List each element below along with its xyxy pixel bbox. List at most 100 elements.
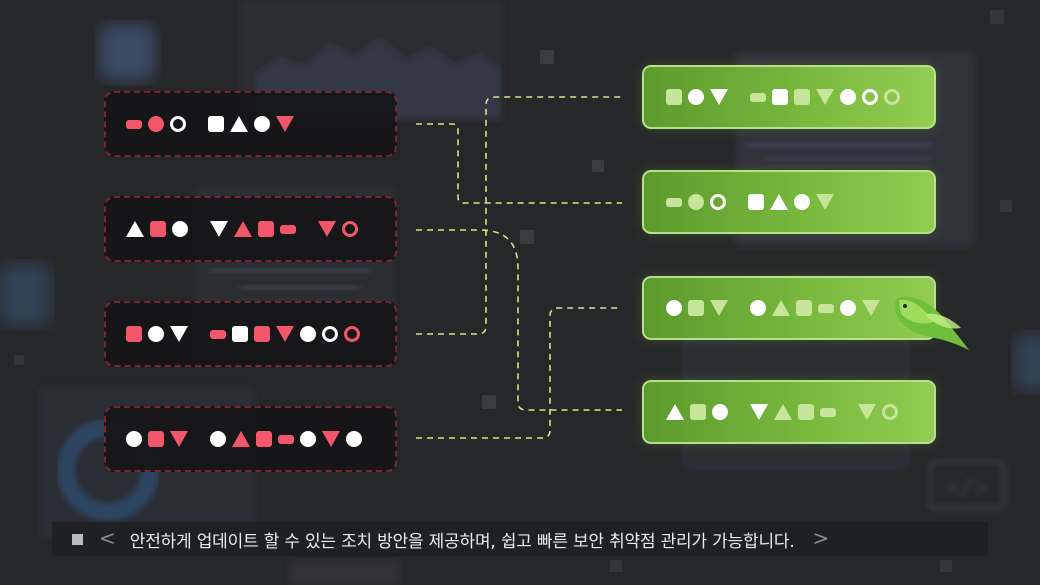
white-triangle-down-icon: [210, 221, 228, 237]
lime-square-icon: [796, 300, 812, 316]
right-patched-card-2: [642, 170, 936, 234]
red-triangle-up-icon: [234, 221, 252, 237]
lime-triangle-down-icon: [858, 404, 876, 420]
lime-triangle-down-icon: [816, 89, 834, 105]
white-triangle-up-icon: [666, 404, 684, 420]
white-circle-icon: [172, 221, 188, 237]
symbol-group: [666, 300, 728, 316]
white-circle-icon: [750, 300, 766, 316]
red-triangle-down-icon: [318, 221, 336, 237]
left-vulnerability-card-1: [104, 91, 397, 157]
red-triangle-down-icon: [276, 116, 294, 132]
white-triangle-up-icon: [230, 116, 248, 132]
red-triangle-down-icon: [170, 431, 188, 447]
caption-text: 안전하게 업데이트 할 수 있는 조치 방안을 제공하며, 쉽고 빠른 보안 취…: [129, 531, 795, 552]
symbol-group: [666, 404, 728, 420]
white-triangle-up-icon: [770, 194, 788, 210]
white-triangle-up-icon: [126, 221, 144, 237]
red-square-icon: [258, 221, 274, 237]
lime-pill-icon: [818, 303, 834, 313]
white-circle-icon: [126, 431, 142, 447]
red-ring-icon: [344, 326, 360, 342]
red-triangle-down-icon: [276, 326, 294, 342]
white-square-icon: [232, 326, 248, 342]
red-square-icon: [148, 431, 164, 447]
chevron-left-icon[interactable]: <: [99, 526, 116, 550]
lime-square-icon: [794, 89, 810, 105]
white-square-icon: [772, 89, 788, 105]
lime-triangle-up-icon: [772, 300, 790, 316]
white-circle-icon: [794, 194, 810, 210]
symbol-group: [210, 431, 362, 447]
lime-triangle-down-icon: [710, 300, 728, 316]
white-circle-icon: [666, 300, 682, 316]
red-pill-icon: [278, 434, 294, 444]
left-vulnerability-card-4: [104, 406, 397, 472]
white-circle-icon: [254, 116, 270, 132]
lime-square-icon: [690, 404, 706, 420]
right-patched-card-4: [642, 380, 936, 444]
connector-lines: [416, 96, 622, 439]
chevron-right-icon[interactable]: >: [812, 526, 830, 550]
white-square-icon: [748, 194, 764, 210]
symbol-group: [750, 89, 900, 105]
lime-square-icon: [688, 300, 704, 316]
white-triangle-down-icon: [170, 326, 188, 342]
symbol-group: [126, 431, 188, 447]
symbol-group: [666, 194, 726, 210]
symbol-group: [858, 404, 898, 420]
symbol-group: [318, 221, 358, 237]
symbol-group: [126, 116, 186, 132]
red-pill-icon: [126, 119, 142, 129]
symbol-group: [750, 300, 880, 316]
red-square-icon: [126, 326, 142, 342]
white-circle-icon: [688, 89, 704, 105]
left-vulnerability-card-3: [104, 301, 397, 367]
stop-icon[interactable]: [72, 533, 83, 545]
white-circle-icon: [712, 404, 728, 420]
symbol-group: [210, 326, 360, 342]
symbol-group: [748, 194, 834, 210]
caption-bar: < 안전하게 업데이트 할 수 있는 조치 방안을 제공하며, 쉽고 빠른 보안…: [52, 522, 988, 556]
white-ring-icon: [322, 326, 338, 342]
red-square-icon: [254, 326, 270, 342]
white-ring-icon: [862, 89, 878, 105]
symbol-group: [126, 221, 188, 237]
symbol-group: [126, 326, 188, 342]
svg-text:</>: </>: [945, 473, 988, 501]
white-ring-icon: [710, 194, 726, 210]
red-triangle-down-icon: [322, 431, 340, 447]
lime-triangle-up-icon: [774, 404, 792, 420]
white-circle-icon: [840, 89, 856, 105]
red-circle-icon: [148, 116, 164, 132]
white-circle-icon: [300, 326, 316, 342]
lime-triangle-down-icon: [816, 194, 834, 210]
white-square-icon: [208, 116, 224, 132]
red-square-icon: [150, 221, 166, 237]
red-square-icon: [256, 431, 272, 447]
symbol-group: [666, 89, 728, 105]
red-pill-icon: [280, 224, 296, 234]
lime-square-icon: [666, 89, 682, 105]
symbol-group: [750, 404, 836, 420]
white-triangle-down-icon: [750, 404, 768, 420]
lime-triangle-down-icon: [862, 300, 880, 316]
white-circle-icon: [840, 300, 856, 316]
left-vulnerability-card-2: [104, 196, 397, 262]
white-ring-icon: [170, 116, 186, 132]
white-triangle-down-icon: [710, 89, 728, 105]
lime-pill-icon: [820, 407, 836, 417]
white-circle-icon: [210, 431, 226, 447]
symbol-group: [208, 116, 294, 132]
symbol-group: [210, 221, 296, 237]
white-circle-icon: [148, 326, 164, 342]
red-pill-icon: [210, 329, 226, 339]
lime-pill-icon: [750, 92, 766, 102]
right-patched-card-1: [642, 65, 936, 129]
lime-ring-icon: [882, 404, 898, 420]
red-ring-icon: [342, 221, 358, 237]
right-patched-card-3: [642, 276, 936, 340]
lime-pill-icon: [666, 197, 682, 207]
white-circle-icon: [346, 431, 362, 447]
white-circle-icon: [300, 431, 316, 447]
